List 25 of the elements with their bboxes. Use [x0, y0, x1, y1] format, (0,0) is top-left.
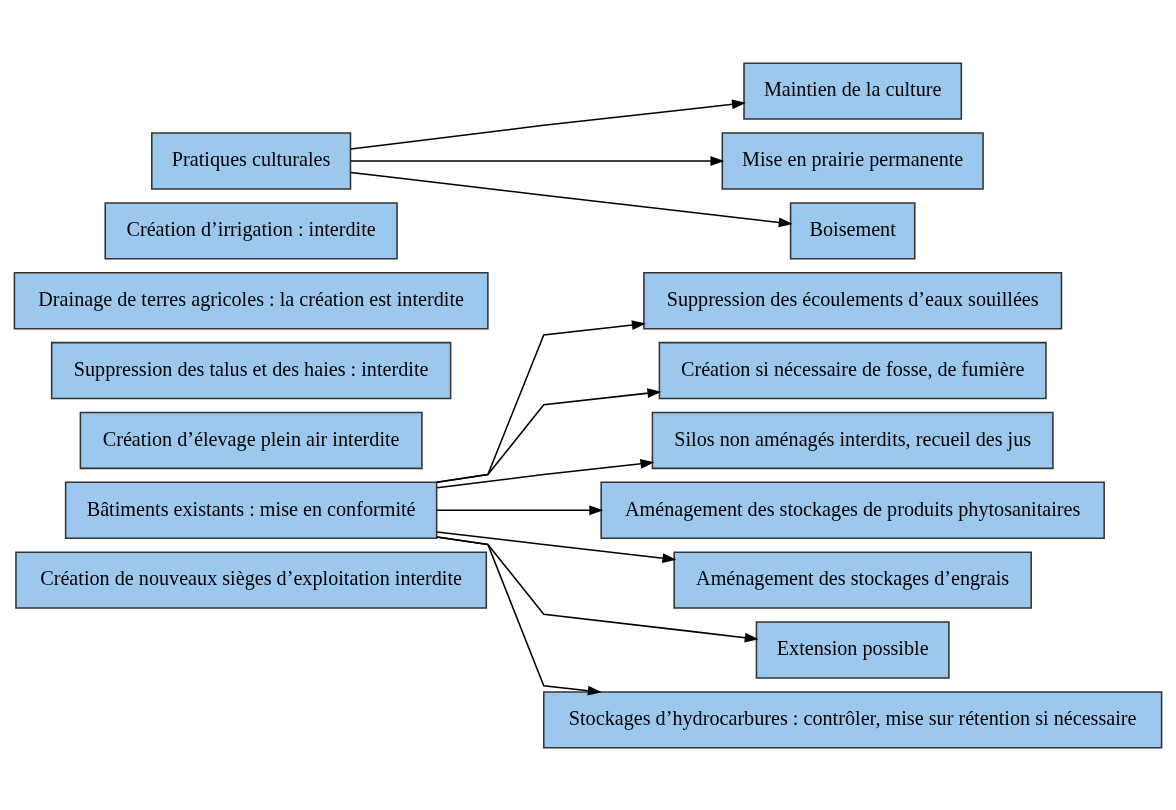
- node-box: Aménagement des stockages de produits phytosanitaires: [600, 481, 1105, 539]
- arrow: [435, 504, 604, 515]
- arrow: [436, 458, 655, 488]
- node-box: Boisement: [789, 201, 916, 260]
- node-box: Création si nécessaire de fosse, de fumière: [658, 341, 1047, 399]
- arrow: [436, 530, 677, 563]
- node-box: Stockages d’hydrocarbures : contrôler, mise sur rétention si nécessaire: [543, 690, 1163, 749]
- node-box: Mise en prairie permanente: [721, 131, 984, 190]
- arrow: [350, 99, 746, 150]
- node-box: Création d’élevage plein air interdite: [79, 411, 423, 469]
- node-box: Création de nouveaux sièges d’exploitation interdite: [15, 550, 488, 609]
- node-box: Bâtiments existants : mise en conformité: [64, 481, 438, 539]
- node-box: Maintien de la culture: [743, 61, 963, 120]
- arrow: [436, 535, 602, 695]
- node-box: Silos non aménagés interdits, recueil des jus: [651, 411, 1054, 469]
- arrow: [350, 171, 793, 227]
- arrow: [350, 155, 725, 166]
- node-box: Drainage de terres agricoles : la création est interdite: [13, 271, 489, 329]
- node-box: Suppression des talus et des haies : interdite: [50, 341, 452, 399]
- node-box: Extension possible: [755, 620, 950, 679]
- arrow: [436, 387, 662, 483]
- node-box: Pratiques culturales: [151, 131, 352, 190]
- node-box: Suppression des écoulements d’eaux souillées: [643, 271, 1063, 329]
- node-box: Aménagement des stockages d’engrais: [673, 550, 1032, 609]
- node-box: Création d’irrigation : interdite: [104, 201, 398, 260]
